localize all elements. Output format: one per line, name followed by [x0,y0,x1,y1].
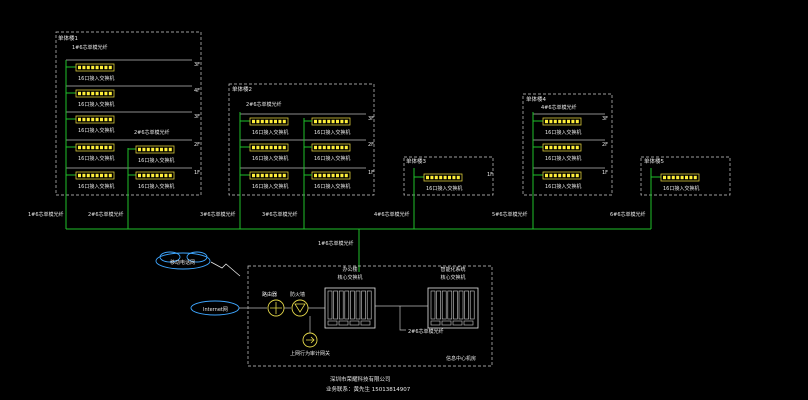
wireless-link [210,261,241,277]
building-4-switch: 16口接入交换机 [542,117,582,136]
firewall-icon [291,299,309,317]
building-1-switch: 16口接入交换机 [75,171,115,190]
switch-label: 16口接入交换机 [314,129,350,136]
cloud-label: 移动电话网 [170,259,195,266]
switch-label: 16口接入交换机 [78,155,114,162]
floor-tag: 3F [368,116,374,122]
building-1-side-switch: 16口接入交换机 [135,145,175,164]
building-2-boundary [228,83,375,196]
backbone-fiber-label: 3#6芯单模光纤 [262,211,298,218]
building-1-switch: 16口接入交换机 [75,143,115,162]
building-1-side-switch: 16口接入交换机 [135,171,175,190]
switch-label: 16口接入交换机 [78,183,114,190]
mobile-network-cloud: 移动电话网 [155,251,211,270]
center-fiber-label: 1#6芯单模光纤 [318,240,354,247]
building-3-boundary [403,156,494,196]
core-link-label: 2#6芯单模光纤 [408,328,444,335]
switch-label: 16口接入交换机 [314,155,350,162]
building-1-switch: 16口接入交换机 [75,89,115,108]
internet-cloud: Internet网 [190,300,240,316]
intelligent-core-switch [427,287,479,329]
building-1-switch: 16口接入交换机 [75,115,115,134]
building-2-switch: 16口接入交换机 [249,117,289,136]
building-2-side-switch: 16口接入交换机 [311,171,351,190]
backbone-fiber-label: 2#6芯单模光纤 [88,211,124,218]
switch-label: 16口接入交换机 [545,183,581,190]
backbone-fiber-label: 4#6芯单模光纤 [374,211,410,218]
building-5-switch: 16口接入交换机 [660,173,700,192]
backbone-fiber-label: 6#6芯单模光纤 [610,211,646,218]
switch-label: 16口接入交换机 [138,183,174,190]
firewall-label: 防火墙 [290,291,305,298]
core-switch [324,287,376,329]
building-4-title: 单体楼4 [526,95,547,103]
building-5-boundary [640,156,731,196]
floor-tag: 4F [194,88,200,94]
building-2-side-switch: 16口接入交换机 [311,143,351,162]
internet-label: Internet网 [203,307,228,313]
intelligent-core-subtitle: 核心交换机 [440,274,465,281]
building-1-fiber-label: 1#6芯单模光纤 [72,44,108,51]
building-4-fiber-label: 4#6芯单模光纤 [541,104,577,111]
switch-label: 16口接入交换机 [545,155,581,162]
building-3-switch: 16口接入交换机 [423,173,463,192]
backbone-fiber-label: 1#6芯单模光纤 [28,211,64,218]
footer-contact: 业务联系：黄先生 15013814907 [326,385,411,393]
switch-label: 16口接入交换机 [545,129,581,136]
building-1-switch: 16口接入交换机 [75,63,115,82]
switch-label: 16口接入交换机 [663,185,699,192]
audit-gateway-label: 上网行为审计网关 [290,350,330,357]
building-2-side-switch: 16口接入交换机 [311,117,351,136]
floor-tag: 1F [194,170,200,176]
footer-company: 深圳市荣耀科技有限公司 [330,375,391,383]
floor-tag: 2F [194,142,200,148]
floor-tag: 2F [602,142,608,148]
switch-label: 16口接入交换机 [252,183,288,190]
building-1-title: 单体楼1 [58,34,78,42]
core-switch-title: 办公楼 [342,266,357,273]
switch-label: 16口接入交换机 [138,157,174,164]
switch-label: 16口接入交换机 [252,155,288,162]
building-2-title: 单体楼2 [232,85,252,93]
building-2-fiber-label: 2#6芯单模光纤 [246,101,282,108]
backbone-fiber-label: 3#6芯单模光纤 [200,211,236,218]
floor-tag: 3F [602,116,608,122]
floor-tag: 1F [602,170,608,176]
floor-tag: 1F [487,172,493,178]
switch-label: 16口接入交换机 [252,129,288,136]
building-4-switch: 16口接入交换机 [542,171,582,190]
switch-label: 16口接入交换机 [78,127,114,134]
floor-tag: 1F [368,170,374,176]
floor-tag: 3F [194,114,200,120]
switch-label: 16口接入交换机 [426,185,462,192]
data-center-boundary [247,265,493,367]
floor-tag: 2F [368,142,374,148]
switch-label: 16口接入交换机 [78,101,114,108]
switch-label: 16口接入交换机 [78,75,114,82]
switch-label: 16口接入交换机 [314,183,350,190]
building-1-side-fiber: 2#6芯单模光纤 [134,129,170,136]
data-center-label: 信息中心机房 [446,355,476,362]
router-label: 路由器 [262,291,277,298]
building-2-switch: 16口接入交换机 [249,171,289,190]
intelligent-core-title: 智能化系统 [440,266,465,273]
building-3-title: 单体楼3 [406,157,427,165]
building-4-switch: 16口接入交换机 [542,143,582,162]
floor-tag: 3F [194,62,200,68]
building-2-switch: 16口接入交换机 [249,143,289,162]
core-switch-subtitle: 核心交换机 [337,274,362,281]
backbone-fiber-label: 5#6芯单模光纤 [492,211,528,218]
building-5-title: 单体楼5 [644,157,665,165]
